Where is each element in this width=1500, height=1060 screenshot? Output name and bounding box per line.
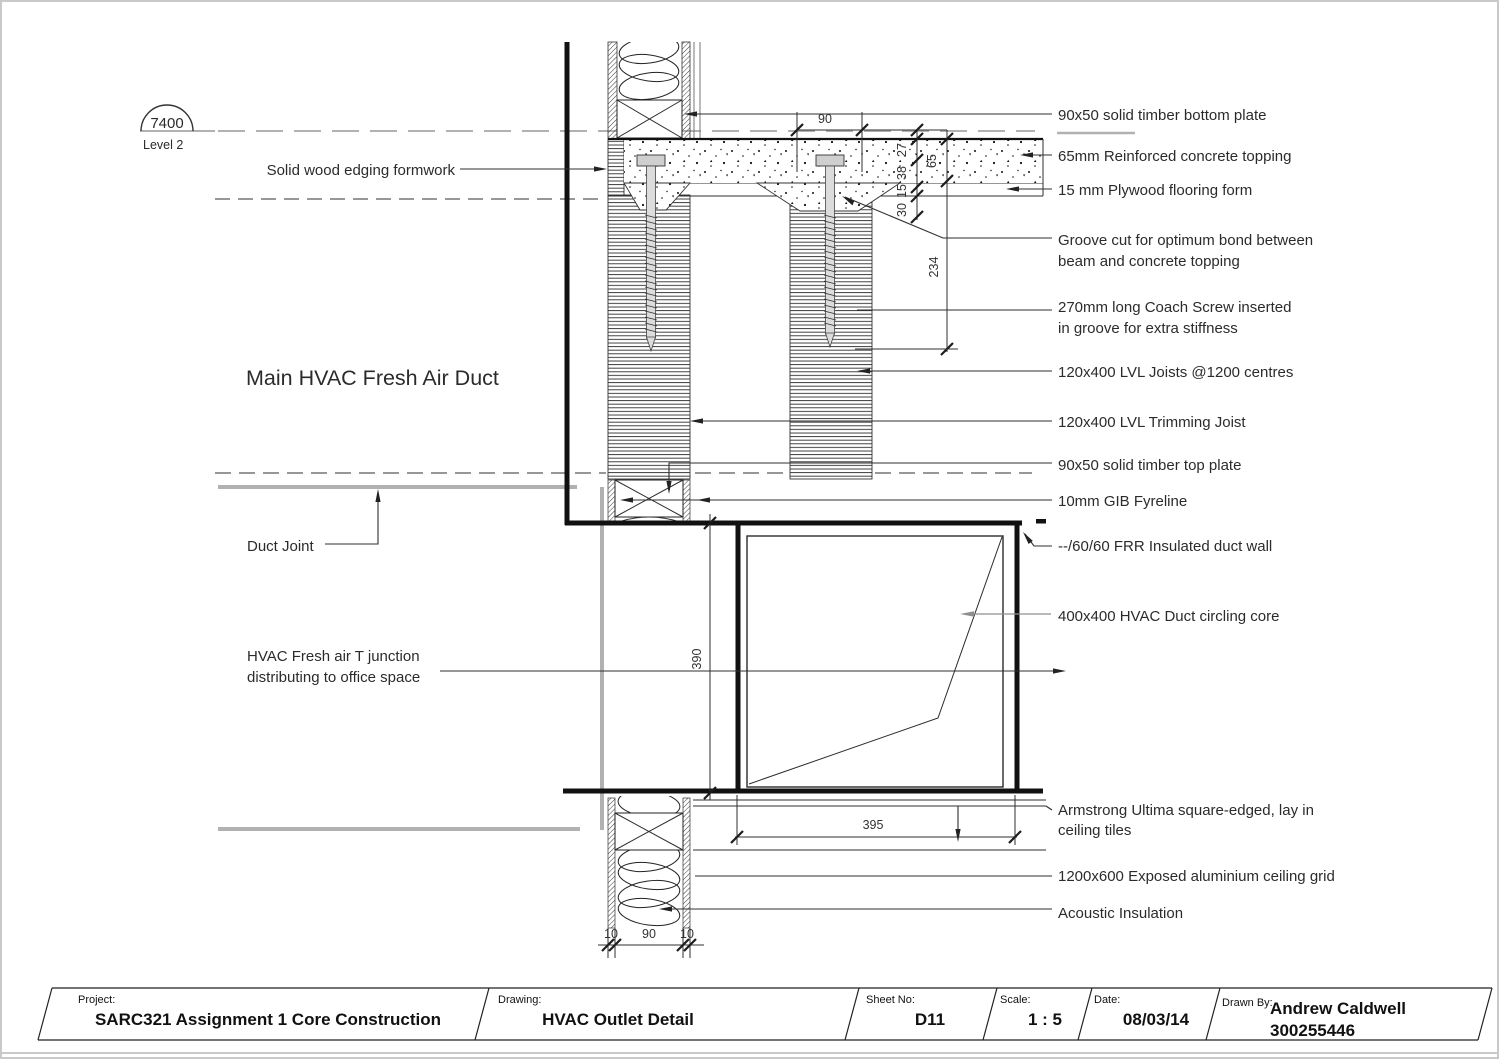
dim-15: 15: [895, 184, 909, 198]
dim-90: 90: [818, 112, 832, 126]
leader-lines-left: [325, 166, 1066, 674]
dimension-90-screw-spacing: 90: [790, 112, 947, 172]
coach-screw-a: [636, 154, 666, 353]
label-top-plate: 90x50 solid timber top plate: [1058, 457, 1241, 474]
concrete-topping: [608, 137, 1044, 212]
bottom-wall: [607, 796, 691, 929]
sheet-no-label: Sheet No:: [866, 994, 915, 1006]
callout-labels-right: 90x50 solid timber bottom plate 65mm Rei…: [1058, 107, 1335, 922]
level-marker: 7400 Level 2: [140, 104, 194, 152]
scale-label: Scale:: [1000, 994, 1031, 1006]
label-formwork: Solid wood edging formwork: [267, 162, 456, 179]
label-ceiling-tiles-line1: Armstrong Ultima square-edged, lay in: [1058, 802, 1314, 819]
dim-390: 390: [690, 649, 704, 670]
wall-insulation: [618, 42, 680, 101]
label-t-junction-line1: HVAC Fresh air T junction: [247, 648, 420, 665]
label-duct-core: 400x400 HVAC Duct circling core: [1058, 608, 1279, 625]
hvac-duct: [746, 535, 1004, 788]
drawing-label: Drawing:: [498, 994, 541, 1006]
date-value: 08/03/14: [1123, 1010, 1190, 1029]
gray-duct-outline: [140, 130, 1135, 831]
dim-90-wall: 90: [642, 927, 656, 941]
dimension-wall-10-90-10: 10 90 10: [598, 927, 704, 958]
dimension-65-234: 65 234: [855, 130, 958, 356]
label-trimming-joist: 120x400 LVL Trimming Joist: [1058, 414, 1246, 431]
label-frr-duct-wall: --/60/60 FRR Insulated duct wall: [1058, 538, 1272, 555]
label-coach-screw-line2: in groove for extra stiffness: [1058, 320, 1238, 337]
label-duct-joint: Duct Joint: [247, 538, 315, 555]
dim-27: 27: [895, 143, 909, 157]
project-label: Project:: [78, 994, 115, 1006]
label-plywood-form: 15 mm Plywood flooring form: [1058, 182, 1252, 199]
title-block: Project: SARC321 Assignment 1 Core Const…: [2, 987, 1497, 1054]
level-label: Level 2: [143, 138, 183, 152]
level-value: 7400: [150, 115, 183, 132]
top-wall: [607, 41, 701, 140]
label-groove-line1: Groove cut for optimum bond between: [1058, 232, 1313, 249]
label-t-junction-line2: distributing to office space: [247, 669, 420, 686]
label-ceiling-grid: 1200x600 Exposed aluminium ceiling grid: [1058, 868, 1335, 885]
dim-234: 234: [927, 257, 941, 278]
date-label: Date:: [1094, 994, 1120, 1006]
label-concrete-topping: 65mm Reinforced concrete topping: [1058, 148, 1291, 165]
label-gib-fyreline: 10mm GIB Fyreline: [1058, 493, 1187, 510]
coach-screw-b: [815, 154, 845, 349]
dimension-chain-27-38-15-30: 27 38 15 30: [895, 123, 924, 224]
ceiling-grid-lines: [693, 799, 1046, 851]
dim-38: 38: [895, 166, 909, 180]
label-coach-screw-line1: 270mm long Coach Screw inserted: [1058, 299, 1291, 316]
hidden-edge-dashed-lines: [215, 198, 1032, 474]
drawn-by-name: Andrew Caldwell: [1270, 999, 1406, 1018]
drawn-by-label: Drawn By:: [1222, 997, 1273, 1009]
bottom-plate-nog: [616, 99, 683, 139]
dim-10-right: 10: [680, 927, 694, 941]
bottom-wall-nog: [614, 812, 684, 851]
dimension-390-duct-height: 390: [690, 514, 717, 800]
structure-thick-lines: [563, 42, 1046, 794]
dim-395: 395: [863, 818, 884, 832]
dim-30: 30: [895, 203, 909, 217]
label-groove-line2: beam and concrete topping: [1058, 253, 1240, 270]
label-acoustic-insulation: Acoustic Insulation: [1058, 905, 1183, 922]
leader-lines-right: [620, 111, 1053, 912]
label-ceiling-tiles-line2: ceiling tiles: [1058, 822, 1131, 839]
label-lvl-joists: 120x400 LVL Joists @1200 centres: [1058, 364, 1293, 381]
project-value: SARC321 Assignment 1 Core Construction: [95, 1010, 441, 1029]
dim-10-left: 10: [604, 927, 618, 941]
sheet-no-value: D11: [915, 1010, 945, 1029]
top-plate-nog: [607, 479, 691, 524]
drawing-value: HVAC Outlet Detail: [542, 1010, 694, 1029]
scale-value: 1 : 5: [1028, 1010, 1062, 1029]
edging-formwork: [607, 138, 625, 197]
label-main-duct-title: Main HVAC Fresh Air Duct: [246, 366, 499, 390]
dim-65: 65: [925, 154, 939, 168]
label-bottom-plate: 90x50 solid timber bottom plate: [1058, 107, 1266, 124]
drawn-by-id: 300255446: [1270, 1021, 1355, 1040]
dimension-395-ceiling: 395: [730, 795, 1022, 845]
